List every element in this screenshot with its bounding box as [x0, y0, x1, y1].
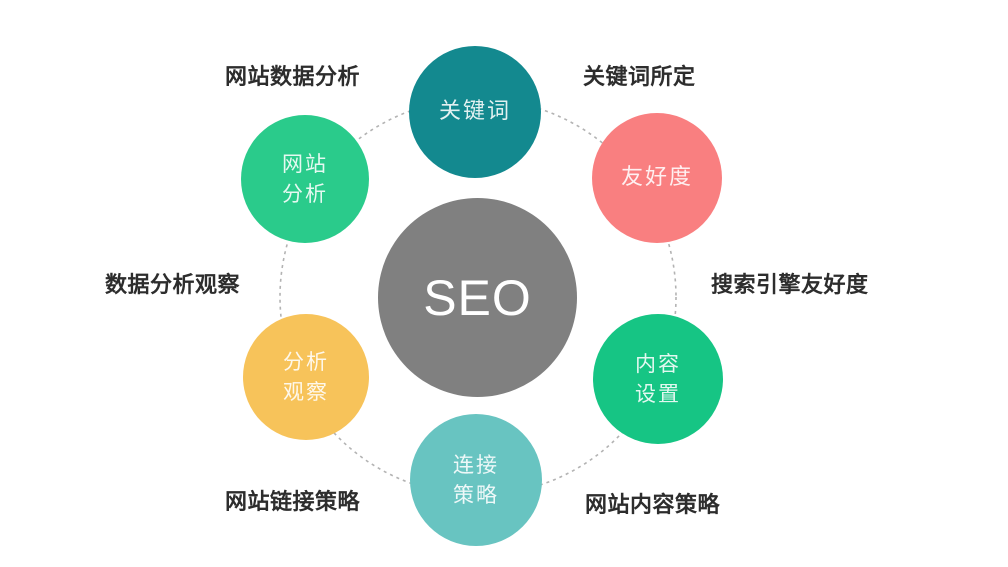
node-analysis-observation-label-line2: 观察	[283, 380, 329, 404]
outer-label-link-strategy: 网站链接策略	[225, 489, 361, 514]
node-friendliness-label: 友好度	[620, 165, 693, 191]
node-content-setup-label-line2: 设置	[635, 382, 681, 406]
node-analysis-observation-label-line1: 分析	[283, 349, 329, 374]
node-site-analysis-label-line1: 网站	[282, 151, 328, 176]
outer-label-data-analysis: 数据分析观察	[105, 272, 241, 297]
center-node-label: SEO	[423, 269, 532, 326]
node-analysis-observation: 分析 观察	[243, 314, 369, 440]
node-link-strategy-label-line2: 策略	[453, 483, 499, 507]
outer-label-site-data-analysis: 网站数据分析	[225, 64, 361, 89]
node-content-setup-label-line1: 内容	[635, 351, 681, 376]
node-friendliness: 友好度	[592, 113, 722, 243]
node-content-setup: 内容 设置	[593, 314, 723, 444]
node-site-analysis-label-line2: 分析	[282, 182, 328, 206]
node-keywords-label: 关键词	[438, 99, 511, 125]
outer-label-friendliness: 搜索引擎友好度	[711, 272, 869, 297]
node-keywords: 关键词	[409, 46, 541, 178]
node-link-strategy-label-line1: 连接	[453, 452, 499, 477]
center-node-seo: SEO	[378, 198, 577, 397]
node-site-analysis: 网站 分析	[241, 115, 369, 243]
outer-label-keywords: 关键词所定	[583, 64, 696, 89]
node-link-strategy: 连接 策略	[410, 414, 542, 546]
outer-label-content-strategy: 网站内容策略	[585, 492, 721, 517]
